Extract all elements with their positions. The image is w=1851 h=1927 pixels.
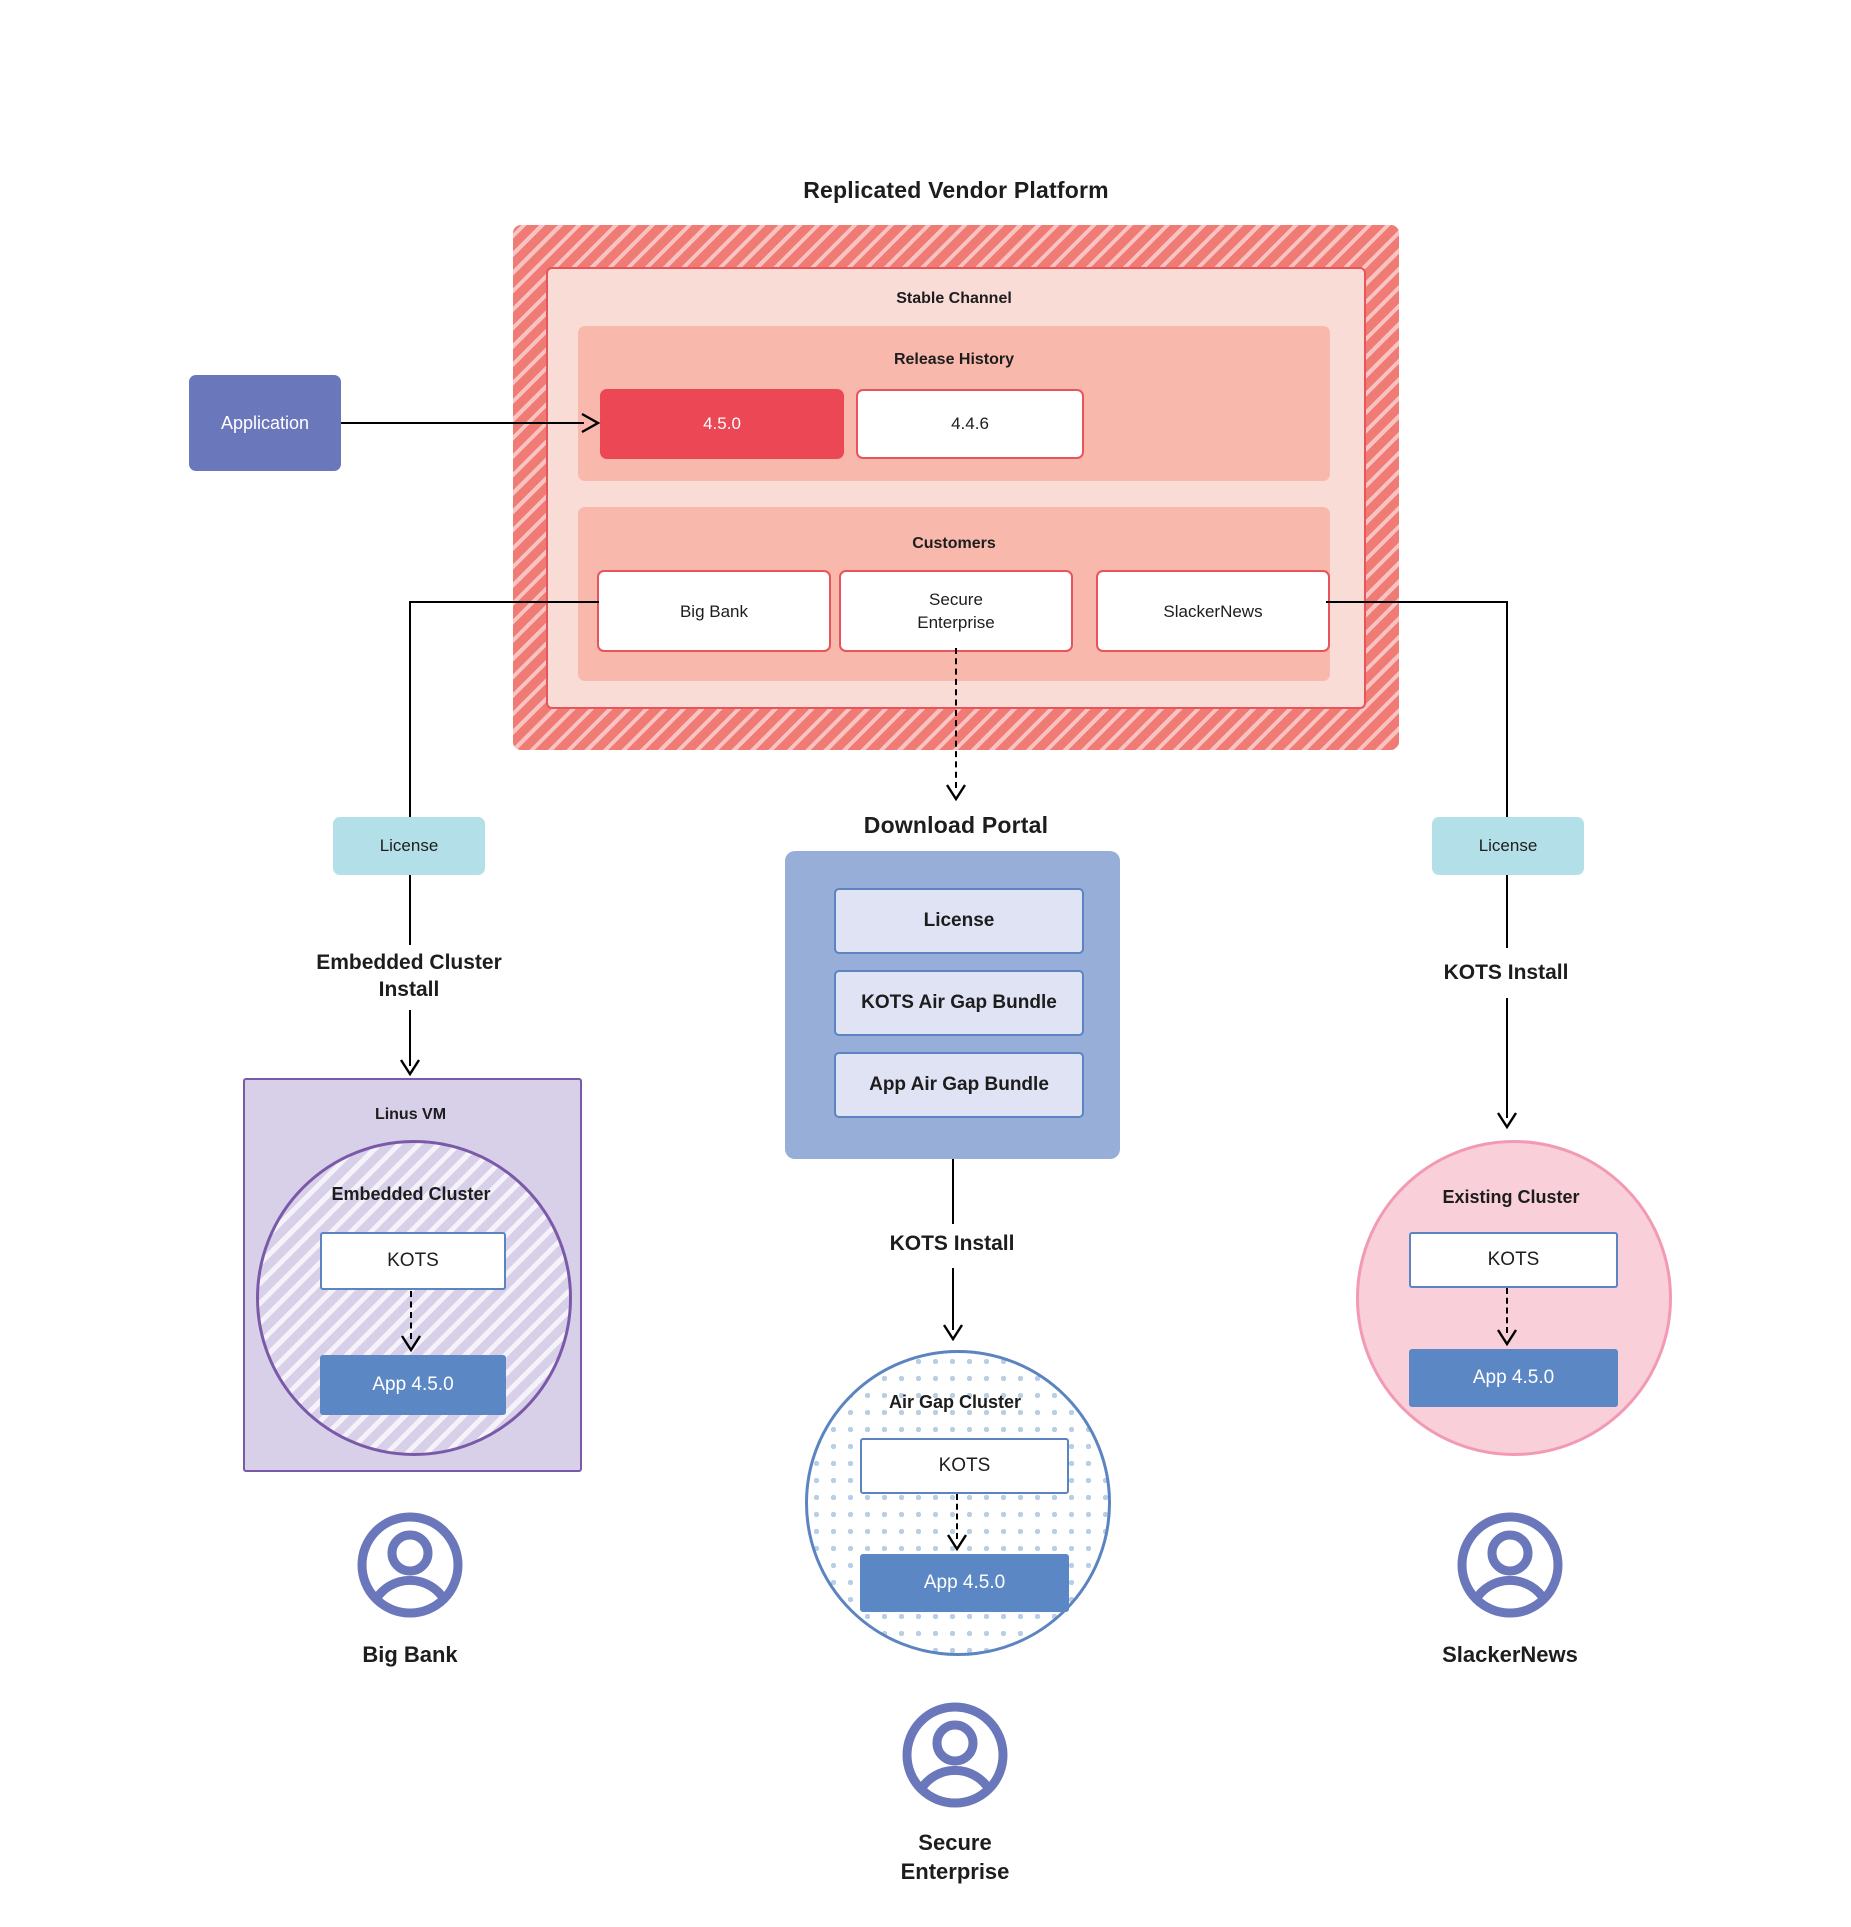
embedded-kots-box[interactable]: KOTS (320, 1232, 506, 1290)
embedded-kots-to-app-dashed (410, 1291, 412, 1339)
persona-name-slackernews: SlackerNews (1360, 1637, 1660, 1671)
app-version-label: App 4.5.0 (372, 1374, 454, 1395)
portal-item-label: License (923, 910, 995, 931)
portal-to-airgap-arrowhead (942, 1324, 964, 1342)
application-label: Application (220, 412, 310, 433)
license-chip-right[interactable]: License (1432, 817, 1584, 875)
persona-avatar-slackernews (1455, 1510, 1565, 1620)
download-portal-title: Download Portal (863, 811, 1049, 838)
customer-label: Big Bank (679, 601, 749, 621)
kots-label: KOTS (387, 1250, 439, 1271)
license-label: License (379, 836, 439, 855)
customer-box-slackernews[interactable]: SlackerNews (1096, 570, 1330, 652)
center-kots-install-label: KOTS Install (802, 1228, 1102, 1258)
bigbank-branch-vline-upper (409, 601, 411, 817)
license-label: License (1478, 836, 1538, 855)
persona-avatar-secure-enterprise (900, 1700, 1010, 1810)
stable-channel-title: Stable Channel (896, 290, 1012, 307)
portal-to-airgap-vline-lower (952, 1268, 954, 1330)
slackernews-branch-vline-upper (1506, 601, 1508, 817)
existing-app-box[interactable]: App 4.5.0 (1409, 1349, 1618, 1407)
license-chip-left[interactable]: License (333, 817, 485, 875)
air-gap-cluster-title: Air Gap Cluster (888, 1391, 1022, 1412)
slackernews-branch-vline-to-cluster (1506, 998, 1508, 1118)
slackernews-to-right-branch-hline (1326, 601, 1508, 603)
slackernews-branch-vline-lower (1506, 875, 1508, 948)
release-box-current[interactable]: 4.5.0 (600, 389, 844, 459)
application-to-release-line (341, 422, 584, 424)
right-kots-install-label: KOTS Install (1356, 957, 1656, 987)
customer-label: Secure Enterprise (917, 590, 995, 632)
portal-to-airgap-vline-upper (952, 1159, 954, 1224)
kots-label: KOTS (938, 1455, 991, 1476)
existing-kots-to-app-arrowhead (1496, 1329, 1518, 1347)
embedded-app-box[interactable]: App 4.5.0 (320, 1355, 506, 1415)
embedded-cluster-circle (256, 1140, 572, 1456)
release-box-previous[interactable]: 4.4.6 (856, 389, 1084, 459)
persona-label: SlackerNews (1442, 1641, 1578, 1667)
persona-name-secure-enterprise: Secure Enterprise (805, 1825, 1105, 1889)
flow-label-text: Embedded Cluster Install (316, 951, 502, 1001)
linux-vm-title: Linus VM (374, 1106, 447, 1123)
embedded-cluster-title: Embedded Cluster (331, 1183, 491, 1204)
user-avatar-icon (357, 1512, 463, 1618)
portal-item-label: App Air Gap Bundle (869, 1074, 1049, 1095)
secure-enterprise-to-portal-dashed (955, 648, 957, 788)
portal-item-app-air-gap-bundle[interactable]: App Air Gap Bundle (834, 1052, 1084, 1118)
bigbank-branch-arrowhead (399, 1059, 421, 1077)
airgap-kots-to-app-arrowhead (946, 1534, 968, 1552)
flow-label-text: KOTS Install (889, 1231, 1015, 1255)
application-box[interactable]: Application (189, 375, 341, 471)
bigbank-branch-vline-to-vm (409, 1010, 411, 1066)
platform-title: Replicated Vendor Platform (803, 176, 1109, 203)
flow-label-text: KOTS Install (1443, 960, 1569, 984)
kots-label: KOTS (1487, 1249, 1540, 1270)
secure-enterprise-to-portal-arrowhead (945, 784, 967, 802)
persona-name-big-bank: Big Bank (260, 1637, 560, 1671)
portal-item-license[interactable]: License (834, 888, 1084, 954)
portal-item-label: KOTS Air Gap Bundle (861, 992, 1057, 1013)
app-version-label: App 4.5.0 (1472, 1367, 1555, 1388)
application-to-release-arrowhead (581, 412, 601, 434)
bigbank-to-left-branch-hline (409, 601, 599, 603)
release-history-title: Release History (893, 351, 1015, 368)
persona-label: Secure Enterprise (900, 1830, 1010, 1884)
existing-kots-to-app-dashed (1506, 1288, 1508, 1333)
existing-kots-box[interactable]: KOTS (1409, 1232, 1618, 1288)
airgap-kots-to-app-dashed (956, 1494, 958, 1539)
portal-item-kots-air-gap-bundle[interactable]: KOTS Air Gap Bundle (834, 970, 1084, 1036)
existing-cluster-title: Existing Cluster (1442, 1186, 1580, 1207)
customer-box-big-bank[interactable]: Big Bank (597, 570, 831, 652)
customers-title: Customers (912, 535, 996, 552)
app-version-label: App 4.5.0 (923, 1572, 1006, 1593)
bigbank-branch-vline-lower (409, 875, 411, 945)
slackernews-branch-arrowhead (1496, 1112, 1518, 1130)
user-avatar-icon (902, 1702, 1008, 1808)
persona-avatar-big-bank (355, 1510, 465, 1620)
embedded-cluster-install-label: Embedded Cluster Install (259, 948, 559, 1004)
airgap-app-box[interactable]: App 4.5.0 (860, 1554, 1069, 1612)
embedded-kots-to-app-arrowhead (400, 1335, 422, 1353)
persona-label: Big Bank (362, 1641, 458, 1667)
customer-label: SlackerNews (1163, 601, 1263, 621)
customer-box-secure-enterprise[interactable]: Secure Enterprise (839, 570, 1073, 652)
user-avatar-icon (1457, 1512, 1563, 1618)
airgap-kots-box[interactable]: KOTS (860, 1438, 1069, 1494)
